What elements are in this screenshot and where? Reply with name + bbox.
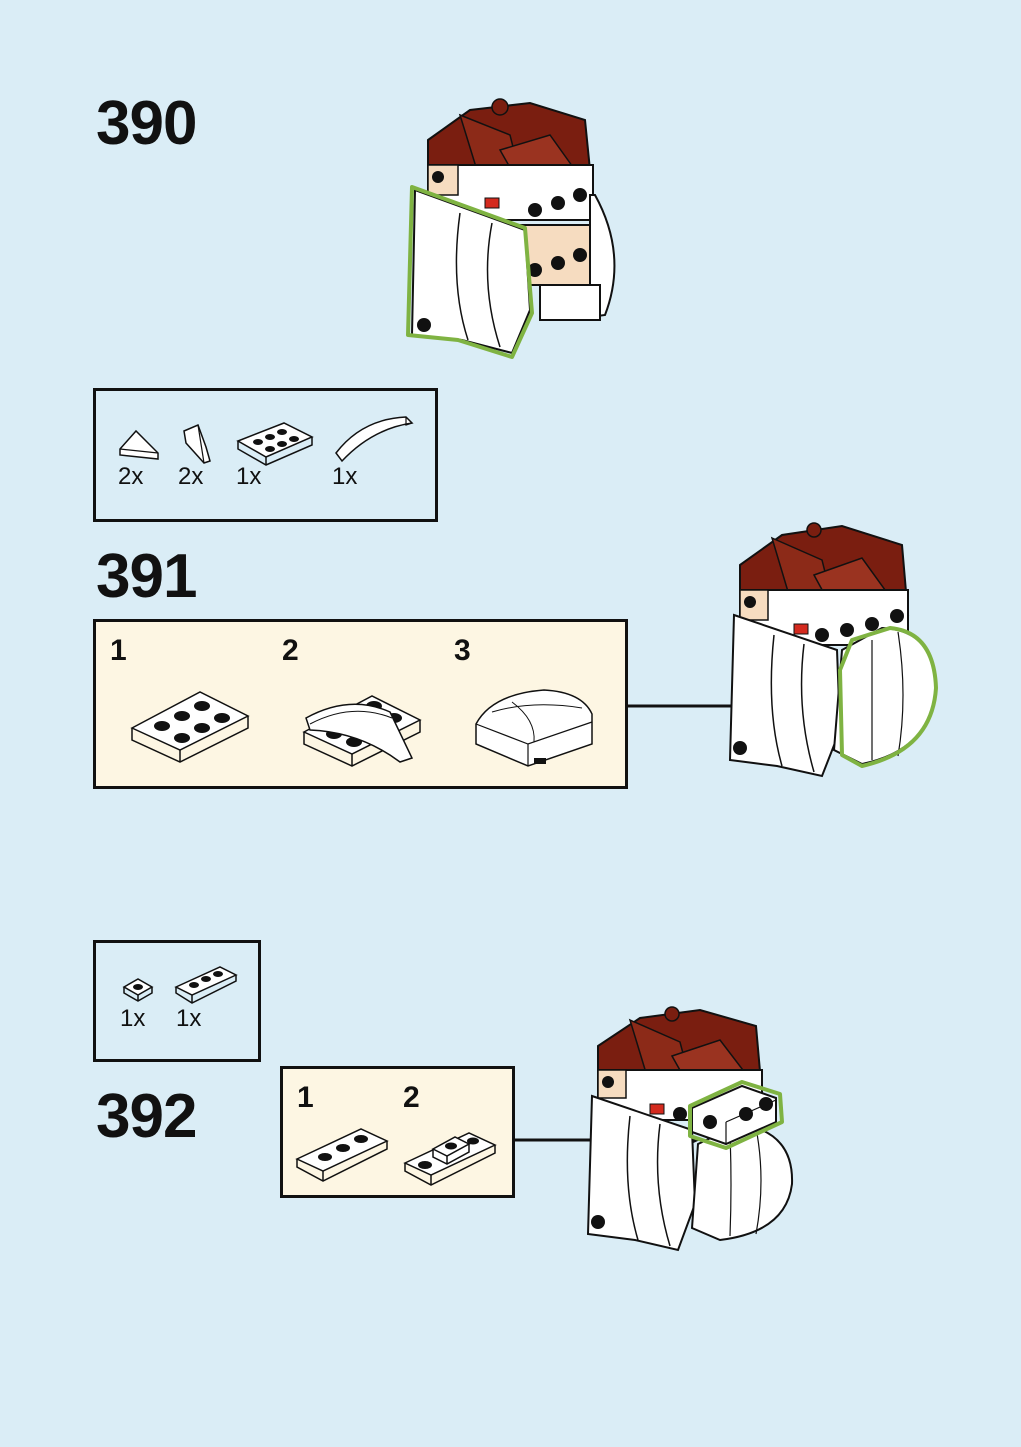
model-step-392 [580, 1004, 800, 1254]
substep-1-plate-1x3-icon [295, 1125, 391, 1185]
step-number-391: 391 [96, 546, 196, 608]
part-plate-1x3-icon [174, 963, 240, 1007]
substep-1-plate-icon [128, 688, 252, 764]
model-step-391 [722, 520, 942, 782]
part-curved-slope-icon [332, 413, 416, 463]
parts-callout-392: 1x 1x [93, 940, 261, 1062]
model-step-390 [400, 95, 630, 365]
part-plate-1x1-icon [122, 975, 156, 1003]
part-qty: 2x [178, 463, 203, 491]
part-plate-2x4-icon [236, 419, 316, 467]
substep-label: 1 [297, 1081, 314, 1115]
part-wedge-plate-left-icon [118, 427, 162, 463]
part-qty: 1x [176, 1005, 201, 1033]
subassembly-392: 1 2 [280, 1066, 515, 1198]
step-number-390: 390 [96, 93, 196, 155]
substep-label: 3 [454, 634, 471, 668]
part-wedge-plate-right-icon [180, 423, 216, 465]
substep-2-slope-on-plate-icon [300, 688, 426, 768]
step-number-392: 392 [96, 1086, 196, 1148]
substep-3-curved-cover-icon [472, 684, 598, 770]
part-qty: 1x [120, 1005, 145, 1033]
parts-callout-391: 2x 2x 1x 1x [93, 388, 438, 522]
part-qty: 1x [332, 463, 357, 491]
subassembly-391: 1 2 3 [93, 619, 628, 789]
substep-label: 1 [110, 634, 127, 668]
substep-label: 2 [403, 1081, 420, 1115]
part-qty: 1x [236, 463, 261, 491]
part-qty: 2x [118, 463, 143, 491]
substep-label: 2 [282, 634, 299, 668]
substep-2-plate-stack-icon [403, 1119, 503, 1189]
